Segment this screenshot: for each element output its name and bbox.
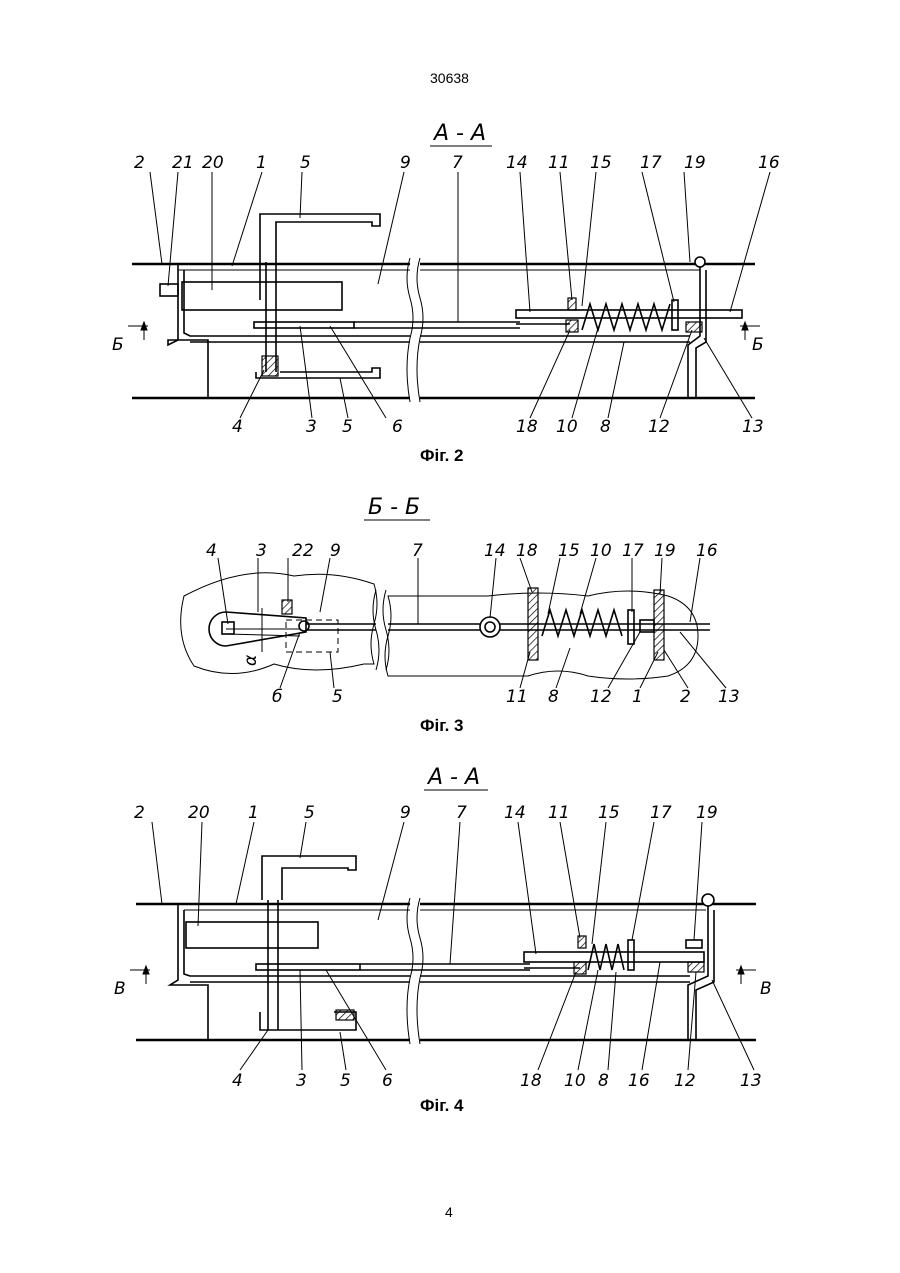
fig4-label: 15: [598, 803, 620, 823]
fig4-cut-mark-left: В: [114, 979, 126, 999]
fig4-label: 17: [650, 803, 672, 823]
fig2-label: 5: [300, 153, 311, 173]
fig3-label: 9: [330, 541, 341, 561]
fig4-label: 14: [504, 803, 526, 823]
fig2-label: 7: [452, 153, 463, 173]
fig2-label: 15: [590, 153, 612, 173]
fig2-label: 1: [256, 153, 267, 173]
fig4-label: 4: [232, 1071, 243, 1091]
fig2-section-title: А - А: [432, 121, 486, 146]
fig4-label: 9: [400, 803, 411, 823]
fig4-label: 12: [674, 1071, 696, 1091]
fig4-label: 18: [520, 1071, 542, 1091]
fig3-label: 5: [332, 687, 343, 707]
fig2-label: 8: [600, 417, 611, 437]
fig2-label: 6: [392, 417, 403, 437]
fig2-label: 11: [548, 153, 570, 173]
fig3-label: 12: [590, 687, 612, 707]
fig4-label: 2: [134, 803, 145, 823]
fig4-label: 8: [598, 1071, 609, 1091]
fig2-label: 4: [232, 417, 243, 437]
fig3-label: 14: [484, 541, 506, 561]
fig4-label: 1: [248, 803, 259, 823]
fig4-drawing: А - А: [114, 765, 772, 1091]
fig2-cut-mark-left: Б: [112, 335, 124, 355]
fig3-label: 13: [718, 687, 740, 707]
fig4-label: 19: [696, 803, 718, 823]
fig2-label: 3: [306, 417, 317, 437]
fig2-label: 21: [172, 153, 194, 173]
fig4-label: 7: [456, 803, 467, 823]
fig3-drawing: Б - Б α: [181, 495, 740, 707]
fig2-label: 20: [202, 153, 224, 173]
fig3-label: 1: [632, 687, 643, 707]
fig4-cut-mark-right: В: [760, 979, 772, 999]
fig3-label: 11: [506, 687, 528, 707]
fig2-label: 5: [342, 417, 353, 437]
fig4-label: 16: [628, 1071, 650, 1091]
fig3-label: б: [272, 687, 282, 707]
fig4-label: 13: [740, 1071, 762, 1091]
fig2-label: 16: [758, 153, 780, 173]
fig3-label: 15: [558, 541, 580, 561]
fig4-label: 20: [188, 803, 210, 823]
fig4-label: 10: [564, 1071, 586, 1091]
fig2-label: 10: [556, 417, 578, 437]
fig3-label: 4: [206, 541, 217, 561]
fig4-label: 6: [382, 1071, 393, 1091]
fig3-angle-label: α: [241, 655, 261, 666]
fig2-label: 14: [506, 153, 528, 173]
fig2-label: 17: [640, 153, 662, 173]
fig3-label: 22: [292, 541, 314, 561]
fig2-label: 13: [742, 417, 764, 437]
fig2-label: 19: [684, 153, 706, 173]
fig3-label: 19: [654, 541, 676, 561]
fig4-label: 3: [296, 1071, 307, 1091]
fig2-label: 12: [648, 417, 670, 437]
fig2-drawing: А - А: [112, 121, 780, 437]
fig4-label: 5: [304, 803, 315, 823]
fig3-section-title: Б - Б: [368, 495, 420, 520]
fig2-label: 2: [134, 153, 145, 173]
fig3-label: 18: [516, 541, 538, 561]
fig3-label: 7: [412, 541, 423, 561]
fig4-label: 11: [548, 803, 570, 823]
fig2-label: 18: [516, 417, 538, 437]
fig3-label: 2: [680, 687, 691, 707]
fig3-label: 10: [590, 541, 612, 561]
fig2-label: 9: [400, 153, 411, 173]
fig4-label: 5: [340, 1071, 351, 1091]
fig4-section-title: А - А: [426, 765, 480, 790]
fig3-label: 8: [548, 687, 559, 707]
fig3-label: 3: [256, 541, 267, 561]
fig2-cut-mark-right: Б: [752, 335, 764, 355]
fig3-label: 16: [696, 541, 718, 561]
fig3-label: 17: [622, 541, 644, 561]
